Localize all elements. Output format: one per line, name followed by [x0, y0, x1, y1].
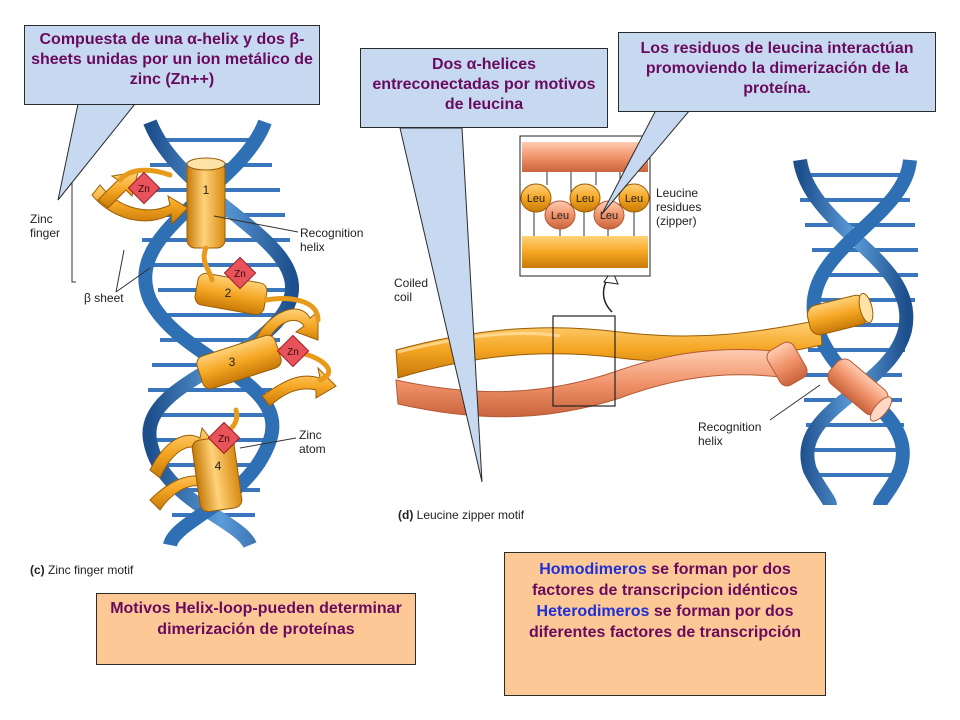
- leucine-recognition-helix-orange: [806, 292, 874, 336]
- label-coiled-coil: Coiled coil: [394, 276, 429, 304]
- zn-atom-4: Zn: [207, 421, 241, 455]
- callout-zinc-composition: Compuesta de una α-helix y dos β-sheets …: [24, 25, 320, 105]
- callout-leucine-residues: Los residuos de leucina interactúan prom…: [618, 32, 936, 112]
- coiled-coil: [395, 319, 823, 418]
- svg-text:Zn: Zn: [218, 434, 230, 445]
- helices-text-1: Dos: [431, 56, 467, 73]
- heterodimeros-word: Heterodimeros: [536, 603, 650, 620]
- svg-text:Zn: Zn: [234, 269, 246, 280]
- finger-number-4: 4: [215, 459, 222, 473]
- heterodimeros-text: se forman por dos diferentes factores de…: [528, 603, 802, 641]
- leucine-residue-top-2: Leu: [569, 183, 601, 213]
- caption-zinc-finger: (c) Zinc finger motif: [30, 563, 133, 577]
- label-recognition-helix-leucine: Recognition helix: [698, 420, 762, 448]
- label-recognition-helix-zinc: Recognition helix: [300, 226, 364, 254]
- svg-text:Leu: Leu: [600, 210, 618, 222]
- beta-symbol: β: [84, 291, 91, 305]
- homodimeros-word: Homodimeros: [539, 561, 647, 578]
- svg-text:Leu: Leu: [551, 210, 569, 222]
- zinc-finger-helix-1: [186, 157, 226, 249]
- caption-zinc-letter: (c): [30, 563, 45, 577]
- svg-text:Leu: Leu: [527, 193, 545, 205]
- beta-symbol-callout: β: [289, 31, 300, 48]
- svg-text:Leu: Leu: [576, 193, 594, 205]
- recognition-helix-leader: [769, 384, 821, 421]
- zn-atom-1: Zn: [127, 171, 161, 205]
- finger-number-1: 1: [203, 183, 210, 197]
- box-helix-loop: Motivos Helix-loop-pueden determinar dim…: [96, 593, 416, 665]
- svg-text:Zn: Zn: [138, 184, 150, 195]
- zinc-text-2: -helix y dos: [196, 31, 290, 48]
- callout-pointer-helices: [399, 127, 483, 483]
- label-beta-sheet: β sheet: [84, 291, 124, 305]
- zinc-text-3: -sheets unidas por un ion metálico de zi…: [31, 31, 313, 88]
- zinc-finger-bracket: [71, 177, 299, 449]
- zinc-text-1: Compuesta de una: [39, 31, 188, 48]
- leucine-residue-top-1: Leu: [520, 183, 552, 213]
- label-zinc-atom: Zinc atom: [299, 428, 326, 456]
- alpha-symbol-2: α: [466, 56, 477, 73]
- finger-number-3: 3: [229, 355, 236, 369]
- callout-two-helices: Dos α-helices entreconectadas por motivo…: [360, 48, 608, 128]
- leucine-residue-bottom-1: Leu: [544, 200, 576, 230]
- box-dimers: Homodimeros se forman por dos factores d…: [504, 552, 826, 696]
- helices-text-2: -helices entreconectadas por motivos de …: [372, 56, 596, 113]
- label-leucine-residues: Leucine residues (zipper): [656, 186, 702, 228]
- finger-number-2: 2: [225, 286, 232, 300]
- caption-leucine-text: Leucine zipper motif: [413, 508, 525, 522]
- svg-text:Zn: Zn: [287, 347, 299, 358]
- caption-zinc-text: Zinc finger motif: [44, 563, 134, 577]
- homodimeros-text: se forman por dos factores de transcripc…: [532, 561, 798, 599]
- caption-leucine-letter: (d): [398, 508, 414, 522]
- zn-atom-2: Zn: [223, 256, 257, 290]
- leucine-residue-top-3: Leu: [618, 183, 650, 213]
- zn-atom-3: Zn: [276, 334, 310, 368]
- leucine-recognition-helix-salmon: [766, 341, 893, 422]
- svg-text:Leu: Leu: [625, 193, 643, 205]
- caption-leucine-zipper: (d) Leucine zipper motif: [398, 508, 524, 522]
- beta-sheet-arrows-2: [254, 308, 337, 407]
- alpha-symbol: α: [187, 31, 197, 48]
- beta-sheet-text: sheet: [90, 291, 124, 305]
- label-zinc-finger: Zinc finger: [30, 212, 61, 240]
